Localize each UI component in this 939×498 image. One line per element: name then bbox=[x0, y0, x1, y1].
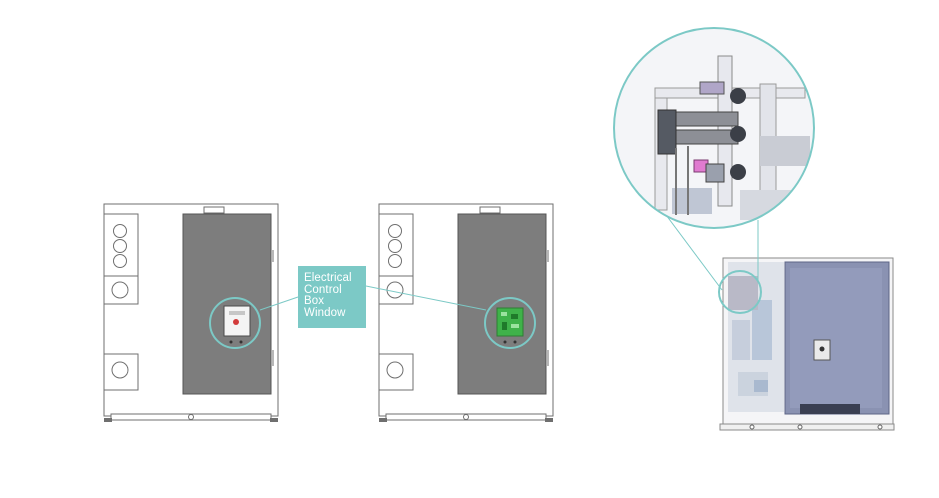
screw-icon bbox=[229, 340, 233, 344]
callout-leader-right bbox=[365, 285, 487, 311]
port-circle bbox=[111, 361, 129, 379]
unit-left-top-handle bbox=[203, 206, 225, 214]
unit-side-view bbox=[718, 257, 895, 431]
unit-middle-foot bbox=[545, 418, 553, 422]
zoom-blurred-area bbox=[672, 188, 712, 214]
bolt-icon bbox=[797, 424, 803, 430]
port-circle bbox=[113, 254, 127, 268]
unit-middle-top-handle bbox=[479, 206, 501, 214]
callout-line-1: Electrical bbox=[304, 272, 352, 284]
side-view-dark-block bbox=[800, 404, 860, 414]
port-circle bbox=[113, 224, 127, 238]
zoom-blurred-area bbox=[760, 136, 810, 166]
warning-icon bbox=[819, 346, 825, 352]
screw-icon bbox=[513, 340, 517, 344]
side-view-component bbox=[752, 300, 772, 360]
warning-icon bbox=[233, 319, 239, 325]
unit-middle-highlight-ring bbox=[484, 297, 536, 349]
zoom-detail bbox=[614, 28, 814, 228]
electrical-control-box-window-callout: Electrical Control Box Window bbox=[298, 266, 366, 328]
callout-line-2: Control bbox=[304, 283, 342, 296]
zoom-ring bbox=[613, 27, 815, 229]
zoom-valve-block bbox=[657, 109, 677, 155]
zoom-fitting bbox=[705, 163, 725, 183]
port-circle bbox=[388, 239, 402, 253]
callout-line-4: Window bbox=[304, 306, 346, 319]
circuit-board-detail bbox=[511, 314, 518, 319]
port-circle bbox=[388, 224, 402, 238]
circuit-board-detail bbox=[501, 312, 507, 316]
side-view-highlight-ring bbox=[718, 270, 762, 314]
callout-line-3: Box bbox=[304, 295, 325, 307]
port-circle bbox=[111, 281, 129, 299]
side-view-blue-panel-inner bbox=[790, 268, 882, 408]
port-circle bbox=[386, 361, 404, 379]
unit-left-gray-panel bbox=[182, 213, 272, 395]
unit-left-highlight-ring bbox=[209, 297, 261, 349]
unit-left-foot bbox=[104, 418, 112, 422]
bolt-icon bbox=[877, 424, 883, 430]
unit-middle bbox=[378, 203, 554, 422]
circuit-board-detail bbox=[502, 322, 507, 330]
zoom-fitting bbox=[699, 81, 725, 95]
screw-icon bbox=[503, 340, 507, 344]
unit-middle-window bbox=[496, 307, 524, 337]
unit-left-foot bbox=[270, 418, 278, 422]
side-view-component bbox=[732, 320, 750, 360]
circuit-board-detail bbox=[511, 324, 519, 328]
side-view-valve-area bbox=[728, 276, 758, 310]
side-view-component bbox=[754, 380, 768, 392]
valve-knob-icon bbox=[730, 164, 746, 180]
port-circle bbox=[386, 281, 404, 299]
valve-knob-icon bbox=[730, 126, 746, 142]
valve-knob-icon bbox=[730, 88, 746, 104]
bolt-icon bbox=[188, 414, 194, 420]
bolt-icon bbox=[749, 424, 755, 430]
unit-left bbox=[103, 203, 279, 422]
unit-left-window-label bbox=[229, 311, 245, 315]
callout-leader-left bbox=[259, 296, 299, 311]
bolt-icon bbox=[463, 414, 469, 420]
screw-icon bbox=[239, 340, 243, 344]
zoom-blurred-area bbox=[740, 190, 810, 220]
unit-middle-gray-panel bbox=[457, 213, 547, 395]
side-view-base bbox=[719, 423, 895, 431]
unit-middle-foot bbox=[379, 418, 387, 422]
port-circle bbox=[388, 254, 402, 268]
port-circle bbox=[113, 239, 127, 253]
